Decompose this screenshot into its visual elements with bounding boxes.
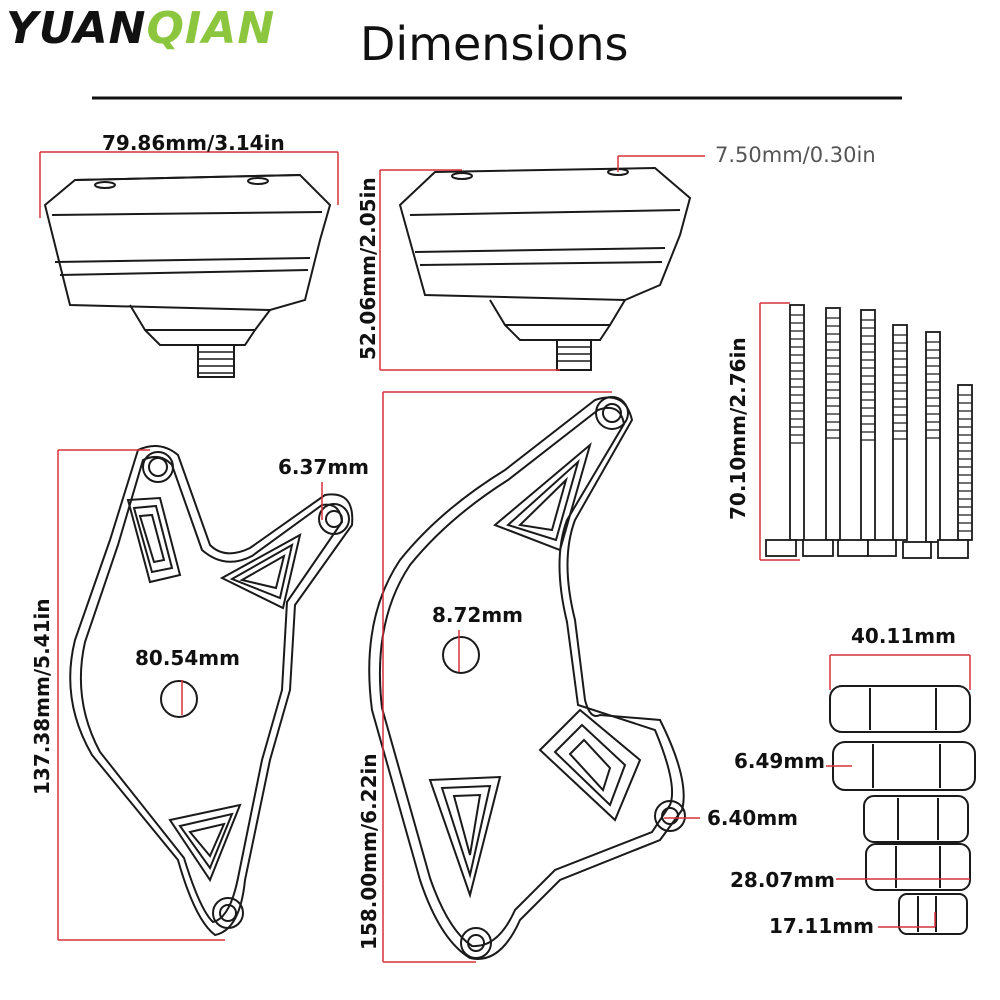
spacers [829,685,976,935]
left-plate [69,445,354,937]
label-right-plate-height: 158.00mm/6.22in [357,753,381,950]
label-spacer-short: 17.11mm [769,914,874,938]
brand-logo-part-2: QIAN [146,3,276,54]
brand-logo: YUANQIAN [6,4,275,54]
label-slider-hole: 7.50mm/0.30in [715,143,876,167]
label-right-plate-center: 8.72mm [432,603,524,627]
frame-slider-left [43,173,332,378]
right-plate [368,396,686,960]
label-left-plate-center: 80.54mm [135,646,240,670]
page-title: Dimensions [360,17,629,71]
label-left-plate-hole: 6.37mm [278,455,370,479]
label-spacer-length: 40.11mm [851,624,956,648]
label-slider-width: 79.86mm/3.14in [102,131,285,155]
label-left-plate-height: 137.38mm/5.41in [30,598,54,795]
label-spacer-medium: 28.07mm [730,868,835,892]
label-slider-height: 52.06mm/2.05in [356,177,380,360]
frame-slider-right [398,166,692,371]
bolt-threads [790,314,972,532]
label-spacer-diameter: 6.49mm [734,749,826,773]
label-right-plate-hole: 6.40mm [707,806,799,830]
label-bolt-length: 70.10mm/2.76in [726,337,750,520]
brand-logo-part-1: YUAN [6,3,147,54]
